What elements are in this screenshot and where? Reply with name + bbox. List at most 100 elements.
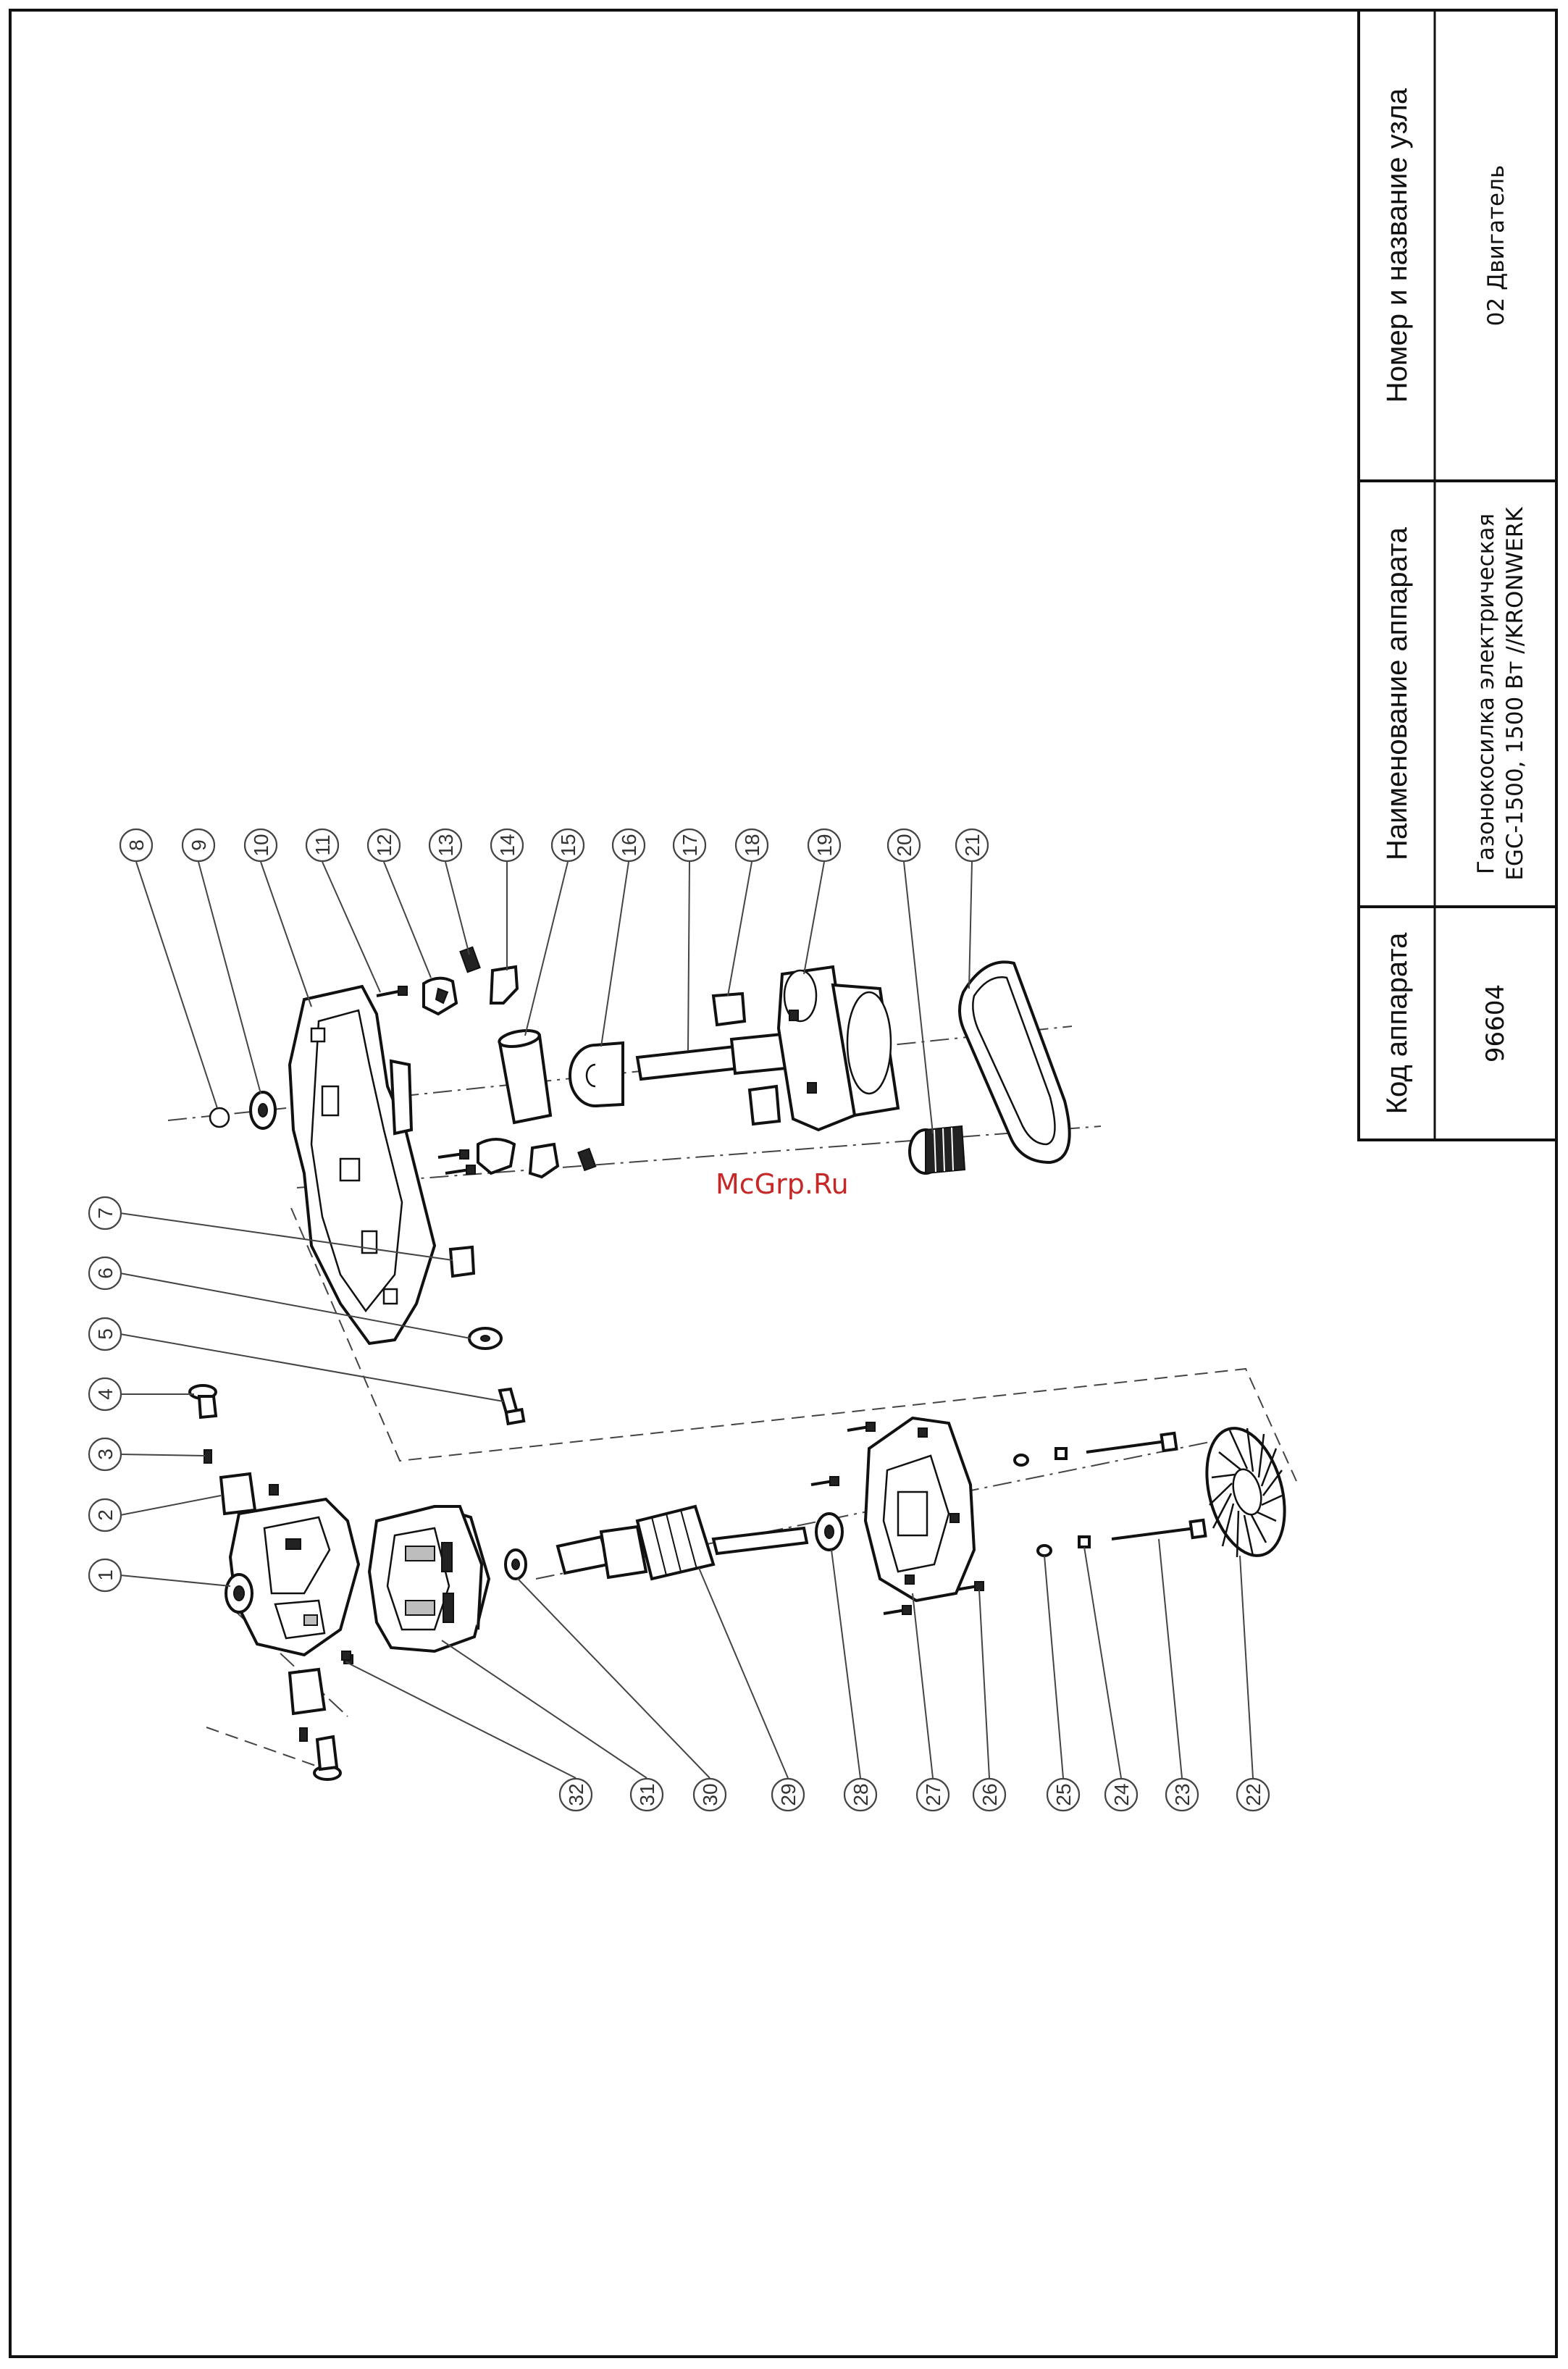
callout-11: 11 xyxy=(306,829,338,861)
part-19-pulley xyxy=(779,967,898,1130)
callout-bubbles: 8 9 10 11 12 13 14 15 16 17 18 19 20 21 … xyxy=(89,829,1269,1811)
col1-value: 96604 xyxy=(1481,984,1510,1062)
svg-text:31: 31 xyxy=(636,1783,658,1806)
svg-text:22: 22 xyxy=(1242,1783,1265,1806)
svg-text:12: 12 xyxy=(373,834,395,856)
svg-text:30: 30 xyxy=(699,1783,721,1806)
svg-text:9: 9 xyxy=(188,839,210,851)
callout-12: 12 xyxy=(368,829,400,861)
svg-text:13: 13 xyxy=(435,834,457,856)
col2-value-line2: EGC-1500, 1500 Вт //KRONWERK xyxy=(1502,507,1528,881)
svg-text:27: 27 xyxy=(922,1783,944,1806)
callout-10: 10 xyxy=(245,829,277,861)
callout-17: 17 xyxy=(674,829,705,861)
title-block: Код аппарата 96604 Наименование аппарата… xyxy=(1359,10,1556,1140)
svg-text:8: 8 xyxy=(125,839,148,851)
svg-text:2: 2 xyxy=(94,1509,117,1521)
svg-text:32: 32 xyxy=(565,1783,587,1806)
callout-15: 15 xyxy=(552,829,584,861)
callout-24: 24 xyxy=(1105,1779,1137,1811)
callout-13: 13 xyxy=(429,829,461,861)
callout-1: 1 xyxy=(89,1559,121,1591)
callout-5: 5 xyxy=(89,1318,121,1350)
callout-6: 6 xyxy=(89,1257,121,1289)
callout-30: 30 xyxy=(694,1779,726,1811)
callout-19: 19 xyxy=(808,829,840,861)
callout-32: 32 xyxy=(560,1779,592,1811)
part-8-retaining-ring xyxy=(210,1108,229,1127)
callout-29: 29 xyxy=(772,1779,804,1811)
part-16-bearing xyxy=(570,1043,623,1106)
svg-text:28: 28 xyxy=(850,1783,872,1806)
part-25-washer xyxy=(1015,1455,1051,1556)
svg-text:17: 17 xyxy=(679,834,701,856)
watermark: McGrp.Ru xyxy=(716,1168,849,1200)
part-10-housing-cover xyxy=(290,986,435,1343)
callout-31: 31 xyxy=(631,1779,663,1811)
callout-28: 28 xyxy=(844,1779,876,1811)
svg-text:19: 19 xyxy=(813,834,836,856)
callout-2: 2 xyxy=(89,1499,121,1531)
col2-value-line1: Газонокосилка электрическая xyxy=(1473,513,1499,874)
part-31-stator xyxy=(369,1506,489,1651)
callout-16: 16 xyxy=(613,829,645,861)
svg-text:10: 10 xyxy=(250,834,272,856)
part-22-fan xyxy=(1194,1420,1297,1564)
part-17-shaft xyxy=(637,1034,786,1079)
callout-14: 14 xyxy=(491,829,523,861)
part-6-washer xyxy=(469,1328,501,1349)
svg-text:24: 24 xyxy=(1110,1783,1133,1806)
svg-text:4: 4 xyxy=(94,1388,117,1400)
svg-text:21: 21 xyxy=(961,834,984,856)
svg-text:11: 11 xyxy=(311,834,334,855)
svg-text:5: 5 xyxy=(94,1328,117,1340)
part-24-nut xyxy=(1056,1448,1089,1547)
svg-text:14: 14 xyxy=(496,834,519,856)
callout-3: 3 xyxy=(89,1438,121,1470)
callout-20: 20 xyxy=(888,829,920,861)
svg-text:16: 16 xyxy=(618,834,640,856)
callout-25: 25 xyxy=(1047,1779,1079,1811)
col2-header: Наименование аппарата xyxy=(1381,527,1413,860)
callout-22: 22 xyxy=(1237,1779,1269,1811)
part-28-bearing xyxy=(816,1514,842,1550)
svg-text:7: 7 xyxy=(94,1207,117,1219)
svg-text:25: 25 xyxy=(1052,1783,1075,1806)
callout-4: 4 xyxy=(89,1378,121,1410)
callout-26: 26 xyxy=(973,1779,1005,1811)
callout-21: 21 xyxy=(956,829,988,861)
callout-7: 7 xyxy=(89,1197,121,1229)
part-9-bearing xyxy=(251,1092,275,1128)
part-1-motor-end-housing xyxy=(226,1499,359,1664)
svg-text:18: 18 xyxy=(741,834,763,856)
svg-text:23: 23 xyxy=(1171,1783,1194,1806)
svg-text:26: 26 xyxy=(978,1783,1001,1806)
col1-header: Код аппарата xyxy=(1381,932,1413,1114)
svg-text:15: 15 xyxy=(557,834,579,856)
part-12-brush-holder xyxy=(424,978,514,1173)
part-30-bushing xyxy=(506,1550,526,1579)
svg-text:3: 3 xyxy=(94,1448,117,1460)
part-7-nut-plate xyxy=(450,1247,474,1276)
part-15-sleeve xyxy=(498,1028,550,1123)
callout-18: 18 xyxy=(736,829,768,861)
svg-text:1: 1 xyxy=(94,1569,117,1581)
svg-text:29: 29 xyxy=(777,1783,800,1806)
callout-8: 8 xyxy=(120,829,152,861)
callout-9: 9 xyxy=(183,829,214,861)
callout-23: 23 xyxy=(1166,1779,1198,1811)
part-29-rotor xyxy=(558,1506,807,1579)
svg-text:6: 6 xyxy=(94,1267,117,1279)
part-27-front-housing xyxy=(865,1418,974,1601)
part-5-bolt xyxy=(500,1389,524,1424)
svg-text:20: 20 xyxy=(893,834,915,856)
motor-parts xyxy=(190,947,1298,1779)
part-32-nut xyxy=(342,1651,351,1660)
col3-header: Номер и название узла xyxy=(1381,88,1413,403)
col3-value: 02 Двигатель xyxy=(1483,165,1509,326)
part-23-bolts xyxy=(1086,1433,1205,1539)
part-21-belt xyxy=(960,962,1070,1162)
part-20-gear xyxy=(910,1126,965,1173)
callout-27: 27 xyxy=(917,1779,949,1811)
